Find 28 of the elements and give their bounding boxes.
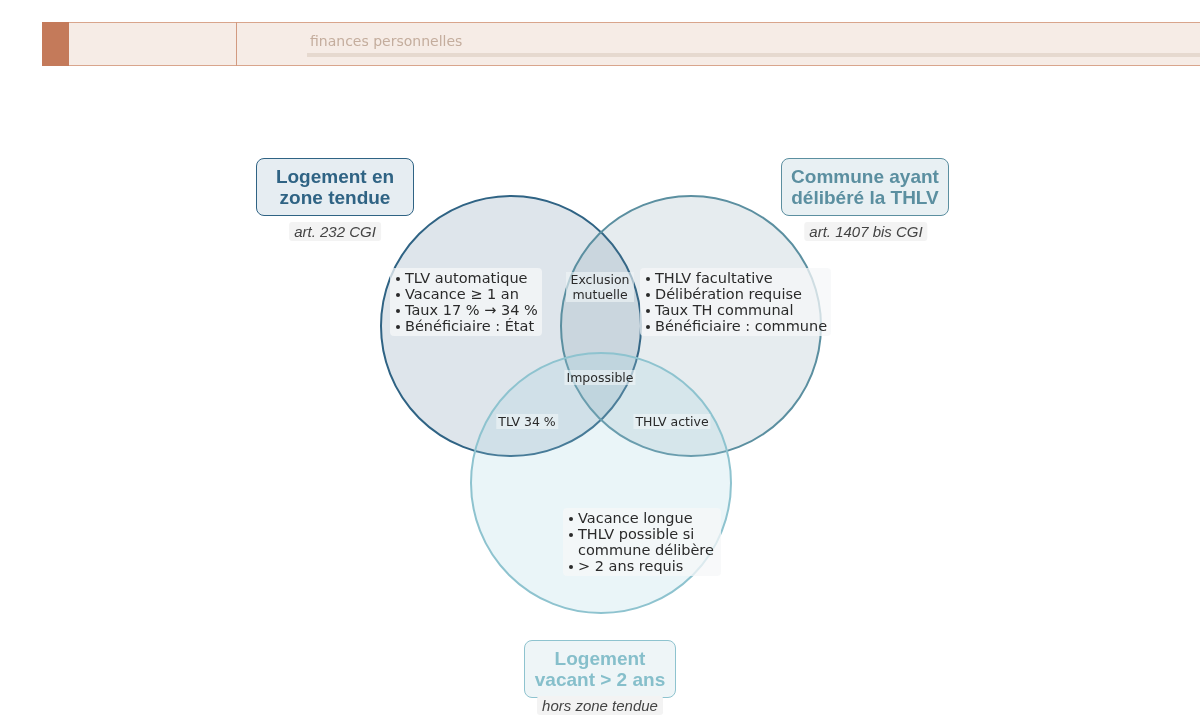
title-box <box>781 158 949 216</box>
title-text: Logement en zone tendue <box>274 166 396 208</box>
list-item: Bénéficiaire : commune <box>655 318 828 334</box>
subtitle-note: hors zone tendue <box>537 696 663 715</box>
list-item: > 2 ans requis <box>578 558 684 574</box>
region-label: Exclusion mutuelle <box>566 272 634 302</box>
subtitle-note: art. 1407 bis CGI <box>804 222 928 241</box>
list-item: Vacance ≥ 1 an <box>405 286 519 302</box>
list-item: Délibération requise <box>655 286 802 302</box>
list-item: Taux TH communal <box>655 302 794 318</box>
list-item: Vacance longue <box>578 510 693 526</box>
title-box <box>256 158 414 216</box>
title-text: Logement vacant > 2 ans <box>533 648 667 690</box>
subtitle-note: art. 232 CGI <box>289 222 381 241</box>
bullet-list <box>563 508 721 576</box>
title-text: Commune ayant délibéré la THLV <box>790 166 940 208</box>
list-item: TLV automatique <box>405 270 528 286</box>
region-label: TLV 34 % <box>496 414 558 429</box>
bullet-list <box>390 268 542 336</box>
title-box <box>524 640 676 698</box>
list-item: Bénéficiaire : État <box>405 318 535 334</box>
region-label: Impossible <box>564 370 636 385</box>
list-item: THLV facultative <box>655 270 773 286</box>
list-item: THLV possible si commune délibère <box>578 526 715 558</box>
region-label: THLV active <box>633 414 711 429</box>
tagline: finances personnelles <box>310 33 463 49</box>
bullet-list <box>640 268 832 336</box>
list-item: Taux 17 % → 34 % <box>405 302 538 318</box>
